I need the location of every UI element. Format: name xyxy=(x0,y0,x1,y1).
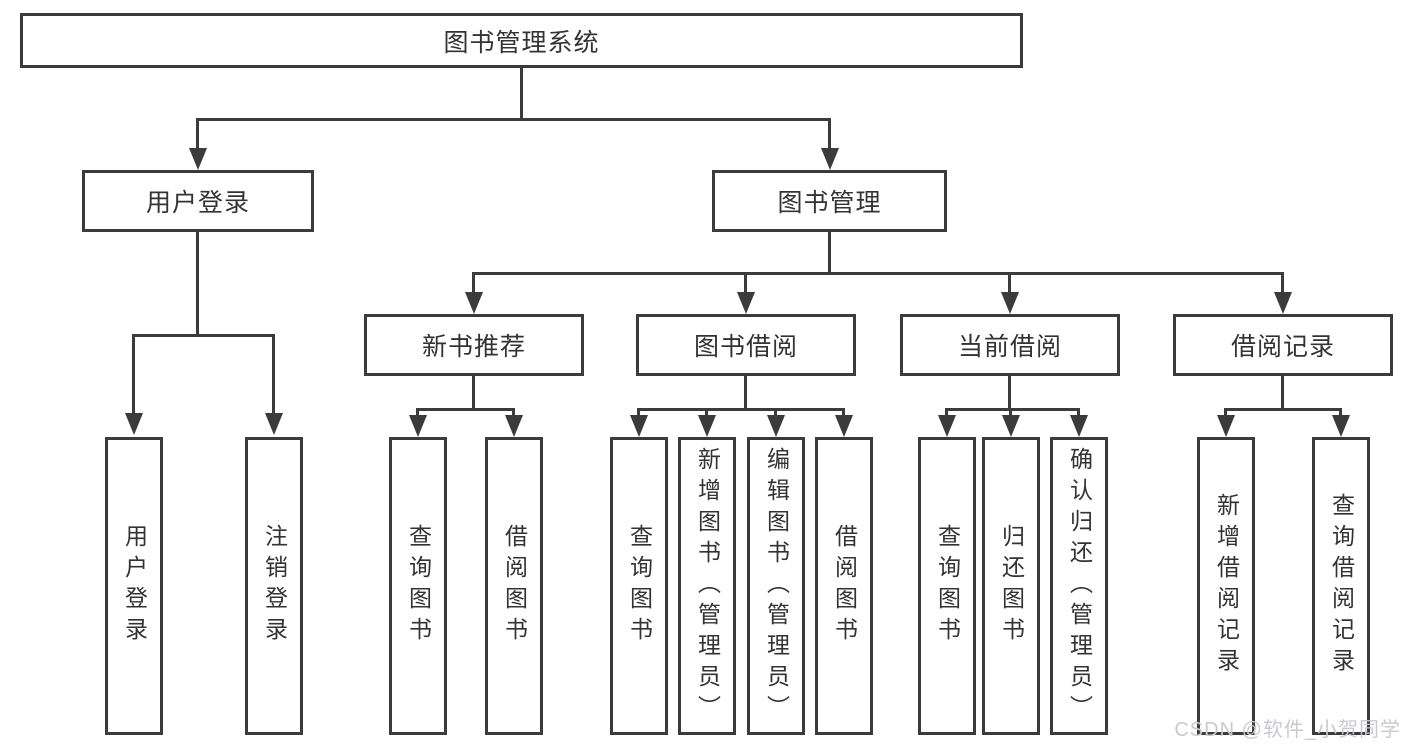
node-new-book-recommend: 新书推荐 xyxy=(364,314,584,376)
node-label: 归还图书 xyxy=(998,524,1025,648)
node-label: 借阅图书 xyxy=(831,524,858,648)
connector-newbook-drop-1 xyxy=(416,408,419,418)
node-label: 借阅图书 xyxy=(501,524,528,648)
node-library-system: 图书管理系统 xyxy=(20,13,1023,68)
node-label: 确认归还（管理员） xyxy=(1066,446,1093,726)
arrowhead xyxy=(821,148,839,170)
arrowhead xyxy=(630,415,648,437)
connector-newbook-drop-2 xyxy=(512,408,515,418)
leaf-user-login: 用户登录 xyxy=(105,437,163,735)
node-label: 图书管理系统 xyxy=(443,28,600,57)
arrowhead xyxy=(1001,292,1019,314)
node-label: 图书管理 xyxy=(777,189,882,217)
arrowhead xyxy=(835,415,853,437)
connector-records-splitter xyxy=(1224,408,1342,411)
connector-borrowing-drop-1 xyxy=(637,408,640,418)
csdn-watermark: CSDN @软件_小贺同学 xyxy=(1174,719,1401,741)
arrowhead xyxy=(698,415,716,437)
connector-level3-drop-2 xyxy=(744,272,747,298)
leaf-add-borrow-record: 新增借阅记录 xyxy=(1197,437,1255,735)
connector-level3-drop-4 xyxy=(1281,272,1284,298)
arrowhead xyxy=(409,415,427,437)
leaf-borrow-book-recommend: 借阅图书 xyxy=(485,437,543,735)
connector-current-splitter xyxy=(945,408,1080,411)
node-label: 新增图书（管理员） xyxy=(694,446,721,726)
connector-records-drop-1 xyxy=(1224,408,1227,418)
leaf-query-book-recommend: 查询图书 xyxy=(389,437,447,735)
connector-bookmgmt-stem xyxy=(828,230,831,274)
arrowhead xyxy=(125,413,143,435)
node-label: 用户登录 xyxy=(145,189,250,217)
leaf-query-book-current: 查询图书 xyxy=(918,437,976,735)
node-label: 借阅记录 xyxy=(1230,333,1335,361)
arrowhead xyxy=(1332,415,1350,437)
connector-level2-drop-left xyxy=(196,118,199,154)
arrowhead xyxy=(1274,292,1292,314)
leaf-return-book: 归还图书 xyxy=(982,437,1040,735)
connector-userlogin-stem xyxy=(196,230,199,336)
arrowhead xyxy=(938,415,956,437)
connector-userlogin-drop-2 xyxy=(272,334,275,416)
connector-borrowing-stem xyxy=(744,374,747,410)
connector-current-drop-1 xyxy=(945,408,948,418)
arrowhead xyxy=(465,292,483,314)
node-borrowing-records: 借阅记录 xyxy=(1173,314,1393,376)
node-label: 编辑图书（管理员） xyxy=(763,446,790,726)
arrowhead xyxy=(1002,415,1020,437)
connector-records-stem xyxy=(1281,374,1284,410)
node-label: 注销登录 xyxy=(261,524,288,648)
arrowhead xyxy=(189,148,207,170)
connector-userlogin-splitter xyxy=(132,334,275,337)
connector-newbook-stem xyxy=(472,374,475,410)
node-label: 图书借阅 xyxy=(693,333,798,361)
node-current-borrowing: 当前借阅 xyxy=(900,314,1120,376)
connector-borrowing-drop-4 xyxy=(842,408,845,418)
connector-level2-drop-right xyxy=(828,118,831,154)
connector-borrowing-splitter xyxy=(637,408,845,411)
node-book-management: 图书管理 xyxy=(712,170,947,232)
connector-userlogin-drop-1 xyxy=(132,334,135,416)
arrowhead xyxy=(265,413,283,435)
node-label: 查询图书 xyxy=(626,524,653,648)
connector-current-stem xyxy=(1008,374,1011,410)
node-book-borrowing: 图书借阅 xyxy=(636,314,856,376)
leaf-query-borrow-record: 查询借阅记录 xyxy=(1312,437,1370,735)
arrowhead xyxy=(737,292,755,314)
connector-current-drop-3 xyxy=(1077,408,1080,418)
connector-level3-drop-1 xyxy=(472,272,475,298)
arrowhead xyxy=(1217,415,1235,437)
connector-level2-splitter xyxy=(196,118,831,121)
leaf-confirm-return-admin: 确认归还（管理员） xyxy=(1050,437,1108,735)
connector-borrowing-drop-3 xyxy=(774,408,777,418)
node-label: 新书推荐 xyxy=(421,333,526,361)
arrowhead xyxy=(1070,415,1088,437)
leaf-edit-book-admin: 编辑图书（管理员） xyxy=(747,437,805,735)
leaf-query-book-borrowing: 查询图书 xyxy=(610,437,668,735)
node-label: 查询图书 xyxy=(405,524,432,648)
connector-level3-drop-3 xyxy=(1008,272,1011,298)
connector-current-drop-2 xyxy=(1009,408,1012,418)
connector-borrowing-drop-2 xyxy=(705,408,708,418)
node-label: 用户登录 xyxy=(121,524,148,648)
connector-newbook-splitter xyxy=(416,408,515,411)
node-label: 查询借阅记录 xyxy=(1328,493,1355,679)
connector-records-drop-2 xyxy=(1339,408,1342,418)
leaf-borrow-book: 借阅图书 xyxy=(815,437,873,735)
node-label: 当前借阅 xyxy=(957,333,1062,361)
leaf-logout: 注销登录 xyxy=(245,437,303,735)
node-user-login: 用户登录 xyxy=(82,170,314,232)
arrowhead xyxy=(767,415,785,437)
connector-root-stem xyxy=(520,66,523,120)
node-label: 新增借阅记录 xyxy=(1213,493,1240,679)
connector-level3-splitter xyxy=(472,272,1284,275)
node-label: 查询图书 xyxy=(934,524,961,648)
arrowhead xyxy=(505,415,523,437)
leaf-add-book-admin: 新增图书（管理员） xyxy=(678,437,736,735)
